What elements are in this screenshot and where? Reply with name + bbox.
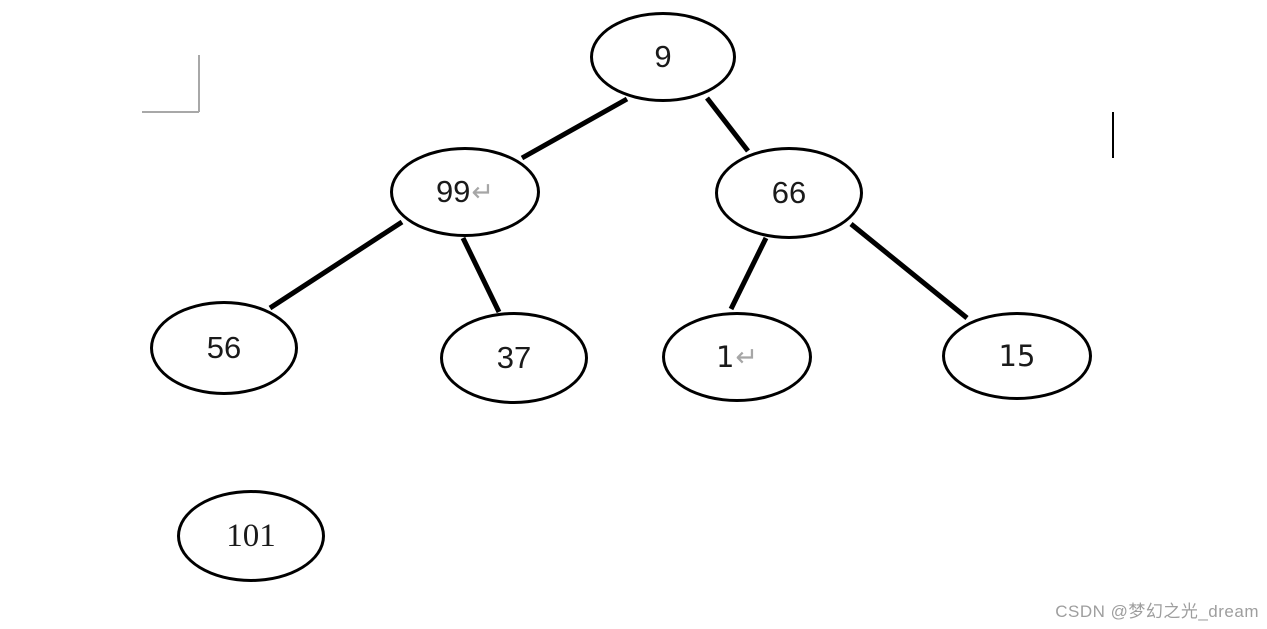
paragraph-return-icon: ↵ <box>735 341 759 373</box>
tree-node-101[interactable]: 101 <box>177 490 325 582</box>
tree-node-9[interactable]: 9 <box>590 12 736 102</box>
text-cursor <box>1112 112 1114 158</box>
node-value: 9 <box>654 39 672 74</box>
edge-66-1[interactable] <box>728 236 769 311</box>
edge-99-37[interactable] <box>460 236 502 314</box>
node-value: 99 <box>435 174 471 209</box>
tree-node-37[interactable]: 37 <box>440 312 588 404</box>
page-margin-corner-mark-vertical <box>198 55 200 112</box>
node-value: 15 <box>998 339 1036 373</box>
tree-node-56[interactable]: 56 <box>150 301 298 395</box>
tree-node-99[interactable]: 99 ↵ <box>390 147 540 237</box>
edge-9-99[interactable] <box>520 96 629 161</box>
node-value: 101 <box>226 517 276 554</box>
paragraph-return-icon: ↵ <box>471 176 495 207</box>
tree-node-15[interactable]: 15 <box>942 312 1092 400</box>
tree-node-66[interactable]: 66 <box>715 147 863 239</box>
node-value: 66 <box>771 175 807 210</box>
node-value: 1 <box>715 340 735 374</box>
node-value: 56 <box>206 330 242 365</box>
edge-99-56[interactable] <box>268 219 404 311</box>
node-value: 37 <box>496 340 532 375</box>
edge-66-15[interactable] <box>849 222 969 320</box>
page-margin-corner-mark-horizontal <box>142 111 199 113</box>
edge-9-66[interactable] <box>705 96 750 153</box>
csdn-watermark: CSDN @梦幻之光_dream <box>1055 602 1259 621</box>
tree-node-1[interactable]: 1 ↵ <box>662 312 812 402</box>
